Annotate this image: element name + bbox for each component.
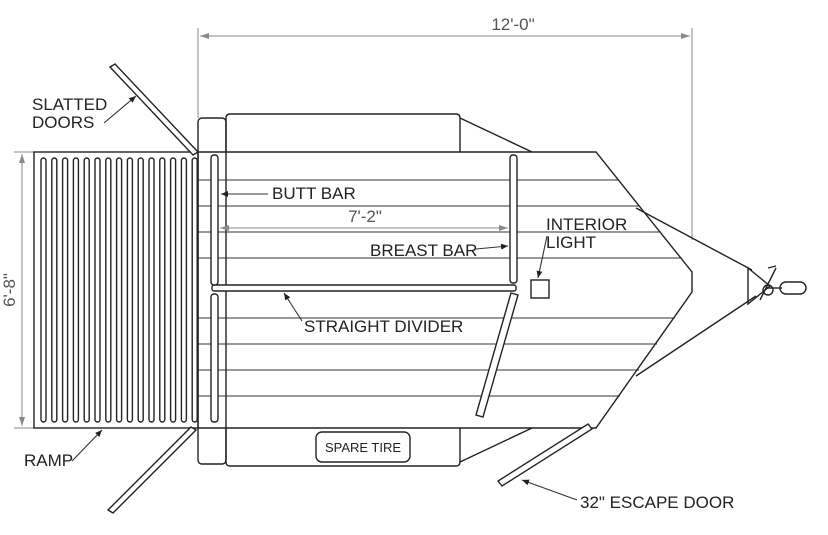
- ramp-slat: [169, 157, 177, 423]
- ramp-slat: [72, 157, 80, 423]
- straight-divider: [211, 284, 517, 292]
- ramp-slat: [51, 157, 58, 423]
- interior-light-label-line1: INTERIOR: [546, 215, 627, 234]
- ramp-slat: [83, 157, 90, 423]
- breast-bar: [509, 154, 518, 284]
- ramp-slat: [40, 157, 47, 423]
- ramp-slat: [115, 157, 123, 423]
- angled-bar: [475, 292, 519, 418]
- escape-door-label: 32" ESCAPE DOOR: [580, 493, 734, 512]
- callout-breast-bar: BREAST BAR: [370, 241, 509, 260]
- slatted-doors: [106, 63, 200, 514]
- escape-door: [496, 423, 594, 487]
- butt-bar-label: BUTT BAR: [272, 184, 356, 203]
- ramp-slats: [40, 157, 198, 423]
- straight-divider-label: STRAIGHT DIVIDER: [304, 317, 463, 336]
- ramp-slat: [159, 157, 166, 423]
- width-label: 6'-8": [0, 273, 19, 307]
- slatted-door-top: [108, 63, 200, 156]
- hitch-plate: [747, 266, 772, 306]
- ramp-slat: [126, 157, 134, 423]
- callout-straight-divider: STRAIGHT DIVIDER: [283, 292, 463, 336]
- callout-ramp: RAMP: [24, 429, 103, 470]
- interior-light: [530, 279, 550, 299]
- slatted-door-bottom: [106, 426, 198, 514]
- spare-tire: SPARE TIRE: [315, 431, 411, 463]
- ramp-slat: [61, 157, 69, 423]
- ramp-label: RAMP: [24, 451, 73, 470]
- ramp: [33, 151, 199, 429]
- ramp-slat: [105, 157, 112, 423]
- callout-slatted-doors: SLATTED DOORS: [32, 95, 137, 132]
- trailer-tongue: [635, 207, 807, 377]
- callout-escape-door: 32" ESCAPE DOOR: [521, 479, 734, 512]
- ramp-slat: [137, 157, 144, 423]
- stall-length-label: 7'-2": [348, 207, 382, 226]
- callout-butt-bar: BUTT BAR: [221, 184, 356, 203]
- ramp-slat: [180, 157, 188, 423]
- ramp-slat: [94, 157, 101, 423]
- overall-length-dimension: 12'-0": [197, 15, 693, 240]
- slatted-doors-label-line1: SLATTED: [32, 95, 107, 114]
- width-dimension: 6'-8": [0, 151, 34, 429]
- spare-tire-label: SPARE TIRE: [325, 440, 401, 455]
- stall-length-dimension: 7'-2": [220, 207, 508, 231]
- interior-light-label-line2: LIGHT: [546, 233, 596, 252]
- overall-length-label: 12'-0": [491, 15, 534, 34]
- trailer-body: [197, 113, 693, 467]
- floor-boards: [198, 179, 682, 397]
- callout-interior-light: INTERIOR LIGHT: [536, 215, 627, 279]
- hitch-coupler: [779, 281, 807, 295]
- ramp-slat: [191, 157, 198, 423]
- butt-bar-bottom: [210, 293, 219, 423]
- slatted-doors-label-line2: DOORS: [32, 113, 94, 132]
- breast-bar-label: BREAST BAR: [370, 241, 477, 260]
- butt-bar-top: [210, 154, 219, 286]
- ramp-slat: [148, 157, 155, 423]
